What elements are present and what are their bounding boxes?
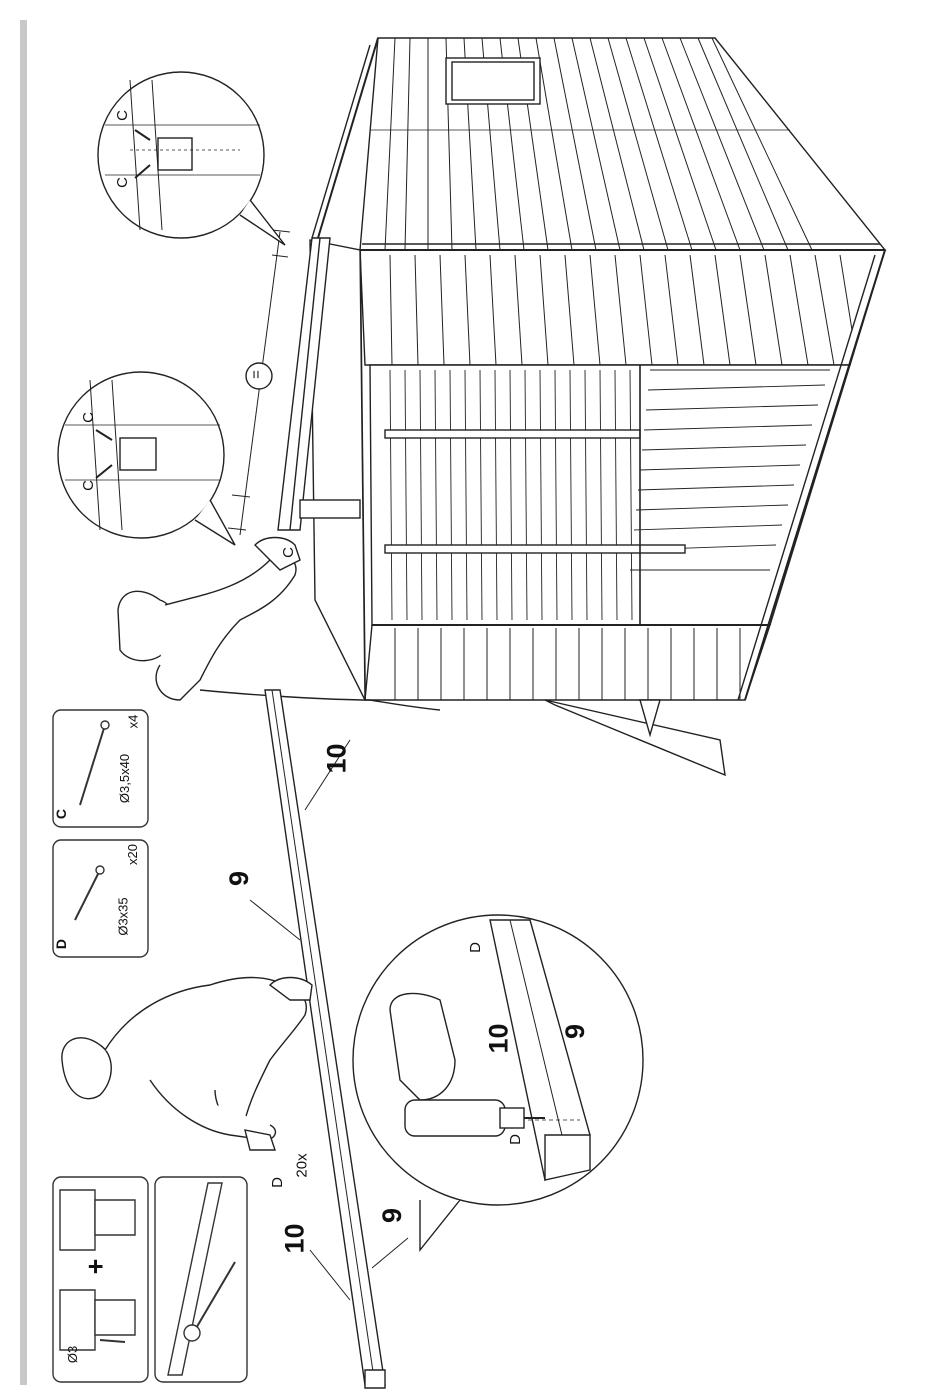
- part-label-10-bottom: 10: [282, 1223, 309, 1253]
- drill-bit-size: Ø3: [66, 1346, 79, 1363]
- plus-sign: +: [82, 1259, 109, 1275]
- front-wall-top: [360, 250, 885, 365]
- base-skid: [545, 700, 725, 775]
- screw-label-d-detail-bottom: D: [508, 1134, 523, 1145]
- equal-mark: =: [249, 370, 264, 379]
- page-margin-bar: [20, 20, 27, 1385]
- roof-window: [446, 58, 540, 104]
- detail-circle-drill: [353, 915, 643, 1250]
- tool-box-level: [155, 1177, 247, 1382]
- hardware-d-qty: x20: [126, 844, 139, 865]
- open-interior: [370, 365, 850, 625]
- hardware-c-spec: Ø3,5x40: [118, 754, 131, 803]
- shed-illustration: [310, 38, 885, 775]
- interior-beam-upper: [385, 430, 640, 438]
- screw-label-d-detail-top: D: [468, 942, 483, 953]
- roof-top: [360, 38, 885, 250]
- part-label-10-top: 10: [324, 743, 351, 773]
- screw-label-c-3: C: [81, 412, 96, 423]
- screw-label-d-board: D: [270, 1177, 285, 1188]
- part-label-9-detail: 9: [562, 1024, 589, 1039]
- hardware-c-qty: x4: [126, 715, 139, 729]
- hardware-d-letter: D: [54, 939, 68, 949]
- qty-label-20x: 20x: [295, 1153, 310, 1177]
- part-label-9-bottom: 9: [379, 1208, 406, 1223]
- screw-label-c-4: C: [81, 480, 96, 491]
- detail-circle-bottom: [58, 372, 235, 545]
- part-label-9-top: 9: [226, 871, 253, 886]
- worker-kneeling: [62, 978, 312, 1151]
- screw-label-c-2: C: [115, 177, 130, 188]
- screw-label-c-5: C: [281, 547, 296, 558]
- part-label-10-detail: 10: [486, 1023, 513, 1053]
- detail-circle-top: [98, 72, 285, 245]
- screw-label-c-1: C: [115, 110, 130, 121]
- hardware-d-spec: Ø3x35: [117, 897, 130, 935]
- front-wall-bottom: [365, 625, 770, 700]
- hardware-c-letter: C: [54, 809, 68, 819]
